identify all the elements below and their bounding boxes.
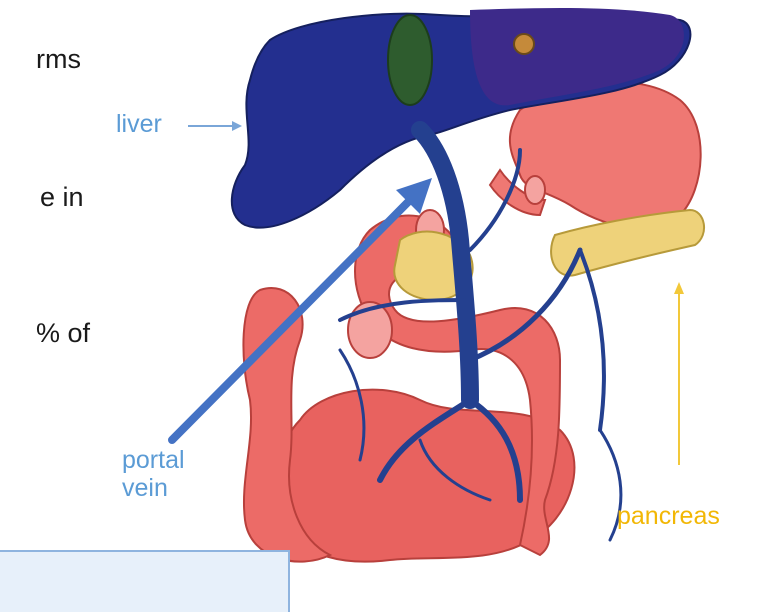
portal-vein-label-line2: vein bbox=[122, 474, 168, 503]
pancreas-pointer-arrow bbox=[674, 282, 684, 465]
pancreas-label: pancreas bbox=[617, 502, 720, 531]
portal-vein-label-line1: portal bbox=[122, 446, 185, 475]
liver-pointer-arrow bbox=[188, 121, 242, 131]
liver-label: liver bbox=[116, 110, 162, 139]
caption-box bbox=[0, 550, 290, 612]
